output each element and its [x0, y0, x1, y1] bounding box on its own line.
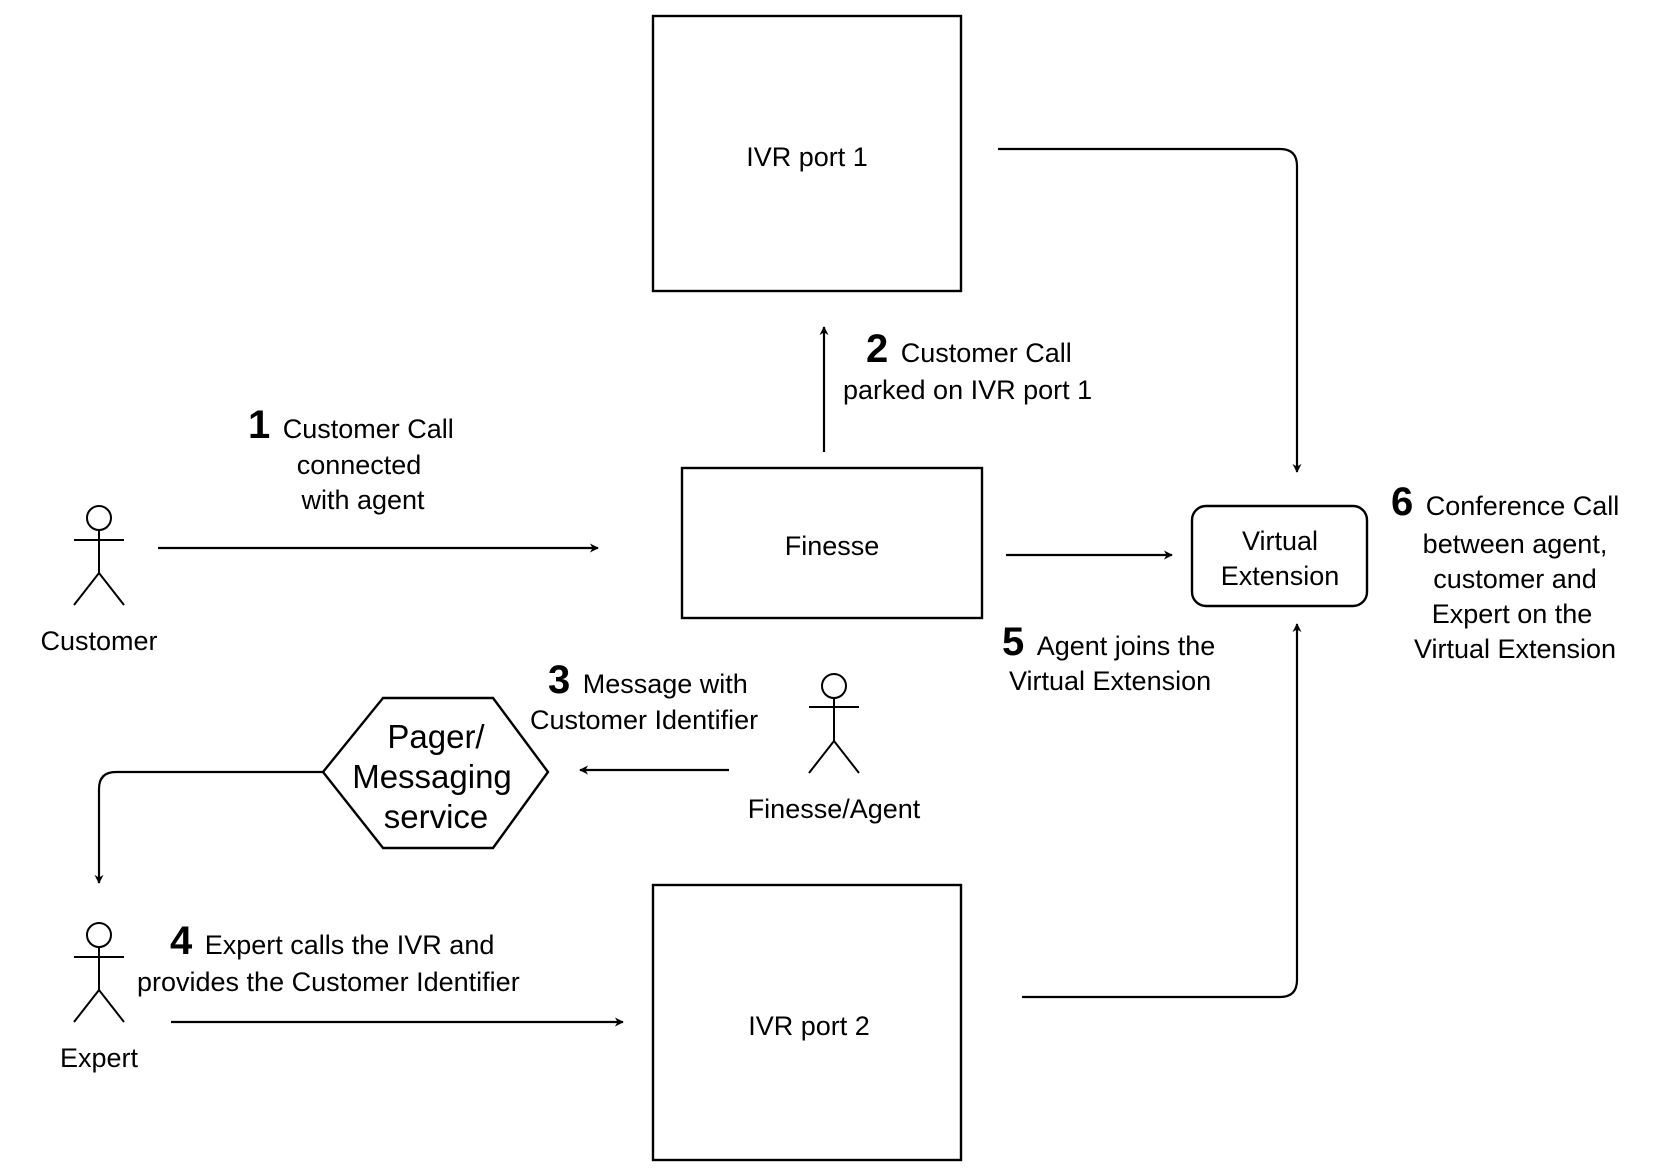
- virtual-extension-label-line-2: Extension: [1221, 561, 1340, 591]
- customer-actor: Customer: [40, 505, 158, 656]
- customer-person-icon: [73, 505, 125, 606]
- pager-messaging-node: Pager/ Messaging service: [321, 696, 550, 850]
- step-5-line-2: Virtual Extension: [1009, 666, 1211, 696]
- step-4-annotation: 4 Expert calls the IVR and provides the …: [137, 919, 520, 997]
- ivr-port-1-node: IVR port 1: [651, 14, 963, 293]
- step-6-number: 6: [1391, 480, 1413, 524]
- step-3-line-2: Customer Identifier: [530, 705, 758, 735]
- svg-text:1 Customer Call: 1 Customer Call: [248, 403, 454, 447]
- step-3-number: 3: [548, 658, 570, 702]
- step-1-number: 1: [248, 403, 270, 447]
- svg-text:4 Expert calls the IVR a: 4 Expert calls the IVR and: [170, 919, 494, 963]
- step-1-line-3: with agent: [300, 485, 425, 515]
- ivr-port-1-label: IVR port 1: [746, 142, 868, 172]
- step-1-line-2: connected: [297, 450, 422, 480]
- finesse-label: Finesse: [785, 531, 880, 561]
- ivr-port-1-to-virtual-extension-arrow: [998, 147, 1302, 473]
- step-6-line-1: Conference Call: [1426, 491, 1620, 521]
- pager-label-line-1: Pager/: [387, 718, 485, 755]
- expert-label: Expert: [60, 1043, 139, 1073]
- step-1-annotation: 1 Customer Call connected with agent: [248, 403, 454, 515]
- customer-label: Customer: [40, 626, 157, 656]
- step-5-number: 5: [1002, 620, 1024, 664]
- step-6-annotation: 6 Conference Call between agent, custome…: [1391, 480, 1619, 664]
- step-4-line-1: Expert calls the IVR and: [205, 930, 495, 960]
- ivr-port-2-to-virtual-extension-arrow: [1022, 623, 1302, 999]
- ivr-port-2-label: IVR port 2: [748, 1011, 870, 1041]
- svg-text:3 Message with: 3 Message with: [548, 658, 748, 702]
- step-6-line-2: between agent,: [1423, 529, 1608, 559]
- svg-text:5 Agent joins the: 5 Agent joins the: [1002, 620, 1215, 664]
- step-2-annotation: 2 Customer Call parked on IVR port 1: [843, 327, 1092, 405]
- finesse-node: Finesse: [680, 466, 984, 620]
- step-6-line-5: Virtual Extension: [1414, 634, 1616, 664]
- step-5-line-1: Agent joins the: [1037, 631, 1216, 661]
- pager-to-expert-arrow: [94, 770, 323, 884]
- ivr-port-2-node: IVR port 2: [651, 883, 963, 1162]
- virtual-extension-label-line-1: Virtual: [1242, 526, 1318, 556]
- step-3-line-1: Message with: [583, 669, 748, 699]
- step-4-number: 4: [170, 919, 193, 963]
- step-3-annotation: 3 Message with Customer Identifier: [530, 658, 758, 735]
- step-1-line-1: Customer Call: [283, 414, 454, 444]
- step-6-line-4: Expert on the: [1432, 599, 1593, 629]
- agent-label: Finesse/Agent: [748, 794, 921, 824]
- expert-actor: Expert: [60, 922, 139, 1073]
- svg-text:2 Customer Call: 2 Customer Call: [866, 327, 1072, 371]
- svg-text:6 Conference Call: 6 Conference Call: [1391, 480, 1619, 524]
- agent-person-icon: [808, 673, 860, 774]
- step-5-annotation: 5 Agent joins the Virtual Extension: [1002, 620, 1215, 696]
- step-6-line-3: customer and: [1433, 564, 1597, 594]
- virtual-extension-node: Virtual Extension: [1190, 504, 1369, 608]
- agent-actor: Finesse/Agent: [748, 673, 921, 824]
- expert-person-icon: [73, 922, 125, 1023]
- pager-label-line-2: Messaging: [352, 758, 512, 795]
- step-2-number: 2: [866, 327, 888, 371]
- step-4-line-2: provides the Customer Identifier: [137, 967, 520, 997]
- step-2-line-1: Customer Call: [901, 338, 1072, 368]
- step-2-line-2: parked on IVR port 1: [843, 375, 1092, 405]
- pager-label-line-3: service: [384, 798, 489, 835]
